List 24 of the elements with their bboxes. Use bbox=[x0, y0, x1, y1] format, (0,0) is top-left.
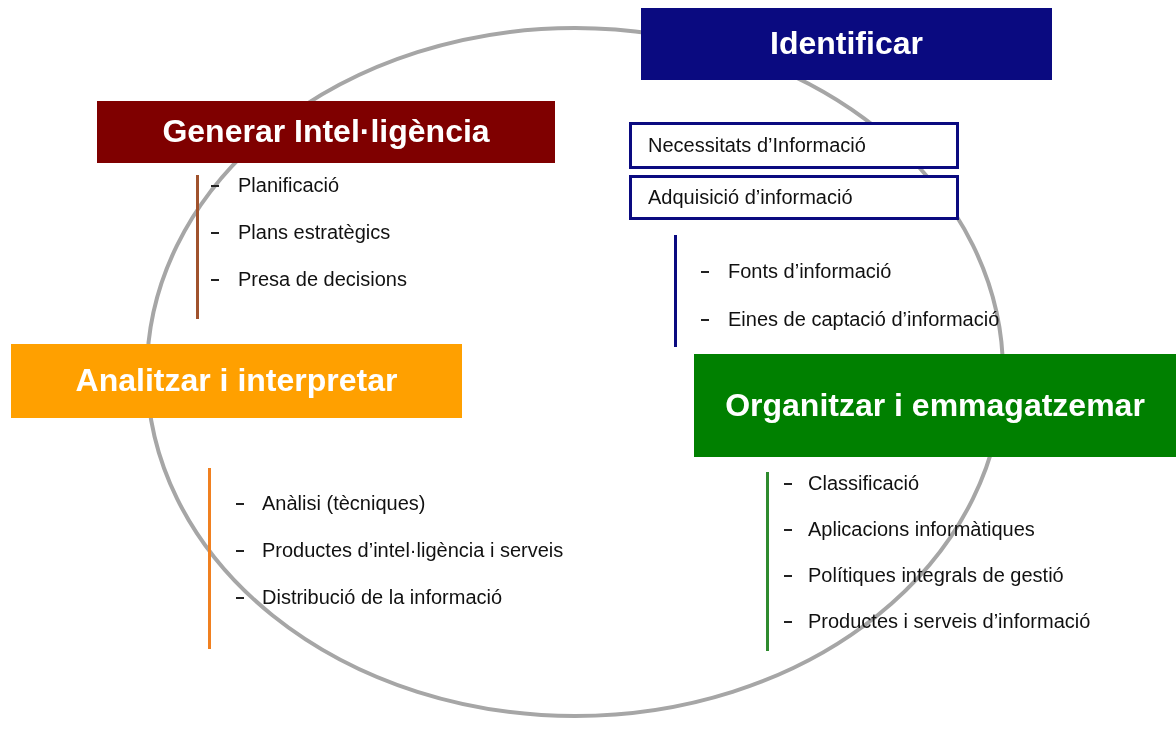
node-title: Analitzar i interpretar bbox=[75, 362, 398, 400]
stage-header bbox=[694, 354, 1176, 457]
list-item-text: Presa de decisions bbox=[238, 268, 407, 291]
list-item-text: Polítiques integrals de gestió bbox=[808, 564, 1064, 587]
list-item-text: Distribució de la informació bbox=[262, 586, 503, 609]
stage-header bbox=[641, 8, 1052, 80]
list-item-text: Classificació bbox=[808, 472, 920, 495]
stage-header bbox=[11, 344, 462, 418]
list-item-text: Anàlisi (tècniques) bbox=[262, 492, 426, 515]
list-item-text: Productes d’intel·ligència i serveis bbox=[262, 539, 564, 562]
list-item-text: Aplicacions informàtiques bbox=[808, 518, 1035, 541]
node-title: Adquisició d’informació bbox=[648, 186, 853, 209]
list-item-text: Productes i serveis d’informació bbox=[808, 610, 1091, 633]
node-title: Generar Intel·ligència bbox=[162, 113, 490, 151]
node-title: Organitzar i emmagatzemar bbox=[725, 386, 1145, 425]
node-title: Identificar bbox=[770, 25, 923, 63]
list-item-text: Planificació bbox=[238, 174, 340, 197]
stage-header bbox=[97, 101, 555, 163]
outlined-box bbox=[629, 175, 959, 220]
node-title: Necessitats d’Informació bbox=[648, 134, 866, 157]
list-item-text: Eines de captació d’informació bbox=[728, 308, 1000, 331]
outlined-box bbox=[629, 122, 959, 169]
list-item-text: Fonts d’informació bbox=[728, 260, 892, 283]
list-item-text: Plans estratègics bbox=[238, 221, 391, 244]
